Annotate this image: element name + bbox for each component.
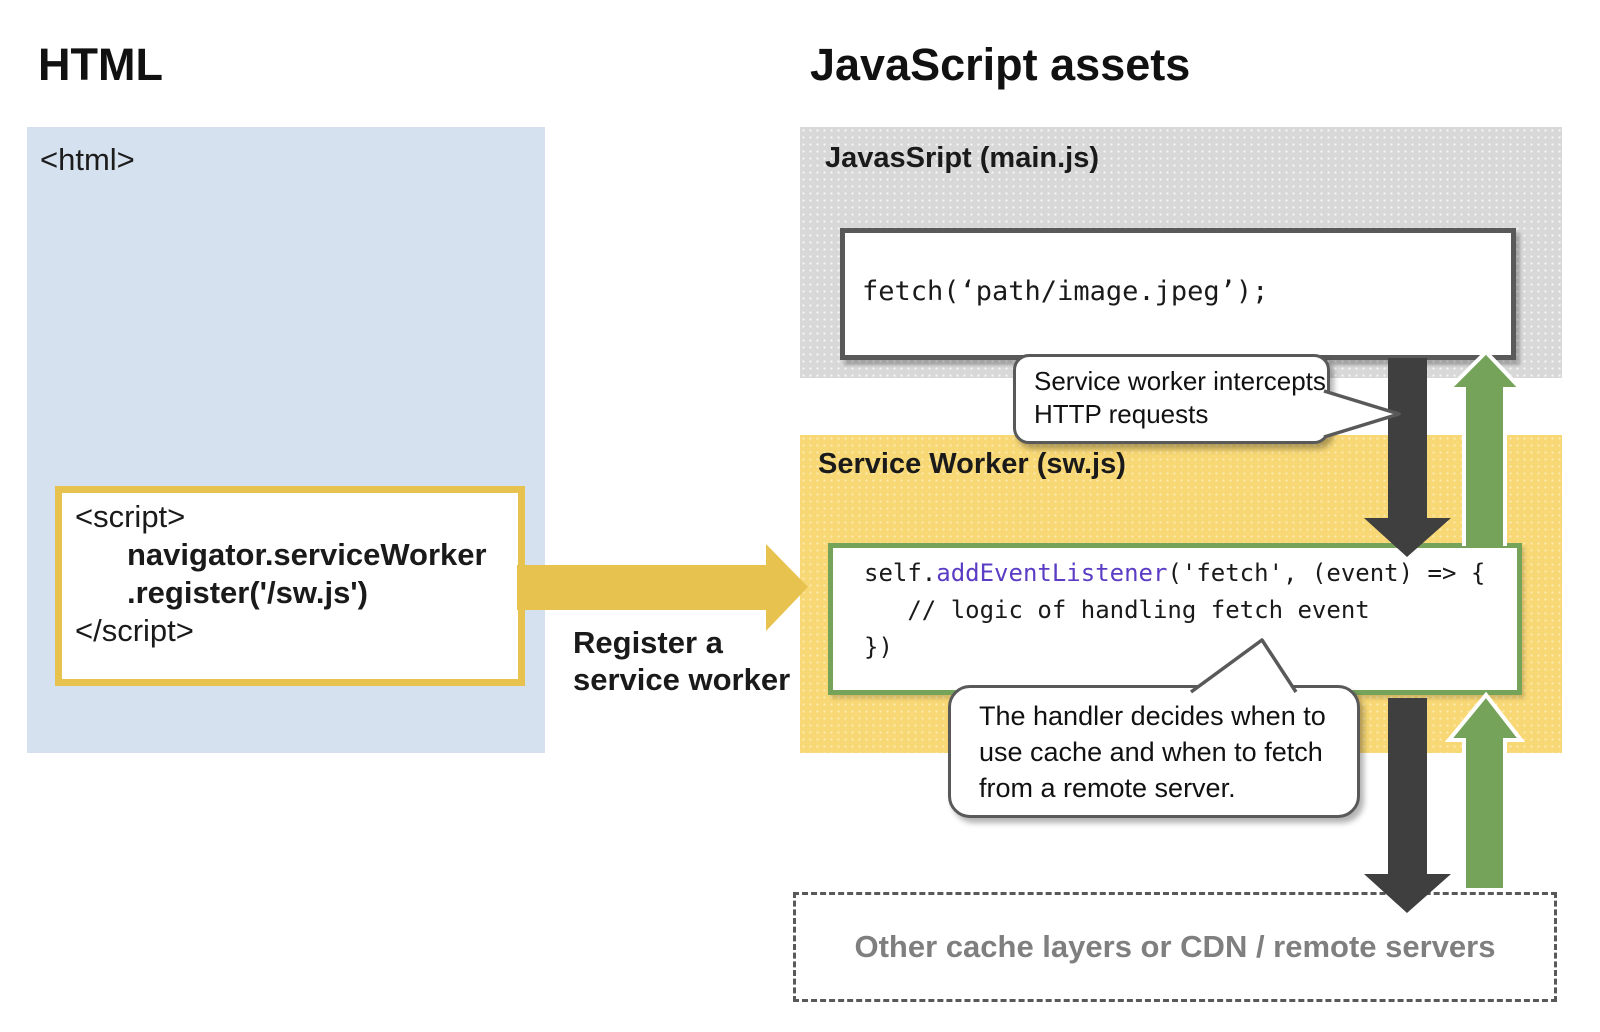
script-code-box [55, 486, 525, 686]
script-open-tag: <script> [75, 499, 186, 534]
intercept-callout-line1: Service worker intercepts [1034, 366, 1326, 396]
sw-code-line3: }) [864, 633, 893, 661]
handler-callout-bubble: The handler decides when to use cache an… [948, 685, 1360, 818]
register-arrow-label-line1: Register a [573, 625, 723, 660]
handler-callout-line3: from a remote server. [979, 773, 1236, 803]
intercept-callout-line2: HTTP requests [1034, 399, 1209, 429]
fetch-code-box [840, 228, 1516, 360]
intercept-callout-bubble: Service worker intercepts HTTP requests [1013, 354, 1330, 444]
html-section-heading: HTML [38, 39, 163, 90]
script-close-tag: </script> [75, 613, 194, 648]
remote-servers-box: Other cache layers or CDN / remote serve… [793, 892, 1557, 1002]
html-tag-label: <html> [40, 142, 135, 177]
sw-code-line1: self.addEventListener('fetch', (event) =… [864, 559, 1485, 587]
register-arrow [517, 544, 808, 631]
service-worker-panel-label: Service Worker (sw.js) [818, 448, 1126, 480]
fetch-code-text: fetch(‘path/image.jpeg’); [862, 276, 1269, 307]
register-arrow-label: Register a service worker [573, 624, 790, 698]
script-code-line-register: .register('/sw.js') [127, 575, 369, 610]
sw-code-self: self. [864, 559, 937, 587]
sw-code-addeventlistener: addEventListener [936, 559, 1168, 587]
javascript-assets-heading: JavaScript assets [810, 39, 1191, 90]
register-arrow-label-line2: service worker [573, 662, 791, 697]
script-code-line-navigator: navigator.serviceWorker [127, 537, 487, 572]
mainjs-panel-label: JavasSript (main.js) [825, 142, 1099, 174]
remote-servers-label: Other cache layers or CDN / remote serve… [854, 929, 1496, 964]
intercept-callout-pointer [1323, 389, 1401, 439]
handler-callout-line1: The handler decides when to [979, 701, 1326, 731]
event-listener-code-box [828, 543, 1522, 695]
script-code-text: <script> navigator.serviceWorker .regist… [75, 498, 487, 650]
sw-code-line2-comment: // logic of handling fetch event [864, 596, 1370, 624]
handler-callout-line2: use cache and when to fetch [979, 737, 1323, 767]
sw-code-line1-rest: ('fetch', (event) => { [1167, 559, 1486, 587]
